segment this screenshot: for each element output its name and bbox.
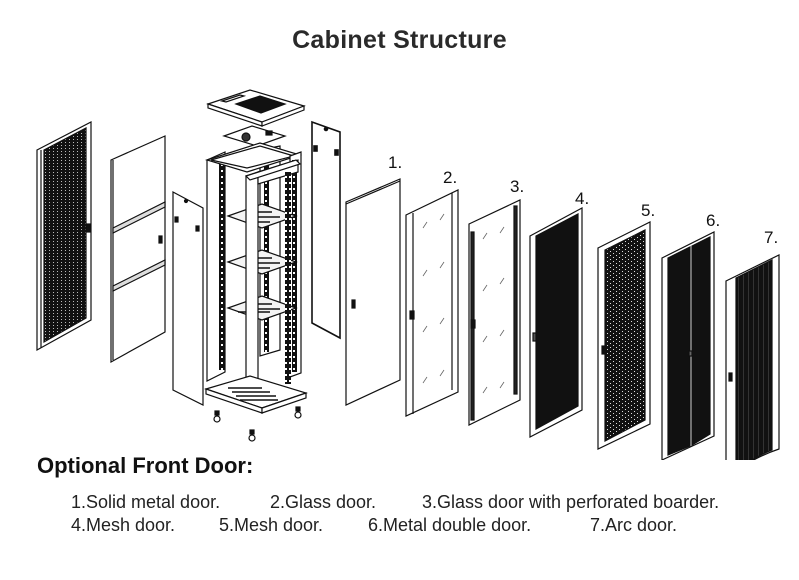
door-number-1: 1. [388,153,403,172]
top-cover-with-fan [206,89,306,127]
door-5-mesh [597,221,651,450]
frame-with-shelves [204,142,303,403]
option-4-mesh: 4.Mesh door. [71,515,176,535]
optional-front-door-heading: Optional Front Door: [37,453,254,478]
door-number-7: 7. [764,228,779,247]
door-handle-icon [351,299,356,309]
option-7-arc: 7.Arc door. [590,515,678,535]
left-side-panel [172,191,204,406]
cabinet-exploded-diagram [36,89,780,460]
door-4-mesh [529,206,583,438]
caster-icon [213,410,221,423]
fan-plate [222,125,287,147]
right-side-panel [311,120,341,340]
door-6-metal-double [661,231,715,460]
door-handle-icon [158,235,163,244]
door-handle-icon [470,319,476,329]
door-number-5: 5. [641,201,656,220]
door-handle-icon [601,345,607,355]
door-3-glass-perforated [468,199,521,426]
caster-icon [294,406,302,419]
door-handle-icon [532,332,537,342]
page-title: Cabinet Structure [292,26,507,54]
door-2-glass [405,189,459,417]
option-2-glass: 2.Glass door. [270,492,377,512]
option-6-metal-double: 6.Metal double door. [368,515,532,535]
door-7-arc [725,254,780,460]
door-1-solid-metal [345,178,401,406]
option-1-solid-metal: 1.Solid metal door. [71,492,221,512]
door-number-6: 6. [706,211,721,230]
option-3-glass-perforated: 3.Glass door with perforated boarder. [422,492,720,512]
door-number-2: 2. [443,168,458,187]
door-handle-icon [85,223,91,233]
caster-icon [248,429,256,442]
fan-icon [241,132,251,142]
door-handle-icon [728,372,733,382]
door-handle-icon [409,310,415,320]
rear-perforated-door [36,121,92,352]
option-5-mesh: 5.Mesh door. [219,515,324,535]
base-with-casters [204,375,308,442]
three-panel-side-door [110,135,166,364]
door-number-4: 4. [575,189,590,208]
door-number-3: 3. [510,177,525,196]
